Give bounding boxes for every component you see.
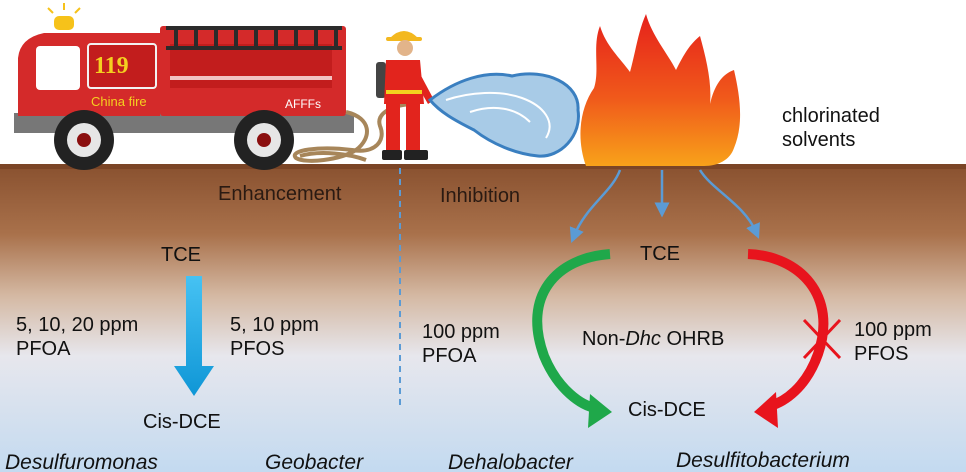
pfoa-arrow	[532, 249, 612, 428]
left-tce-label: TCE	[161, 244, 201, 266]
organism-desulfitobacterium: Desulfitobacterium	[676, 449, 850, 472]
organism-dehalobacter: Dehalobacter	[448, 451, 573, 472]
flame-icon	[580, 14, 741, 166]
branch-arrow-left	[569, 169, 622, 243]
left-pfoa-label: 5, 10, 20 ppm PFOA	[16, 314, 139, 361]
fire-label: chlorinated solvents	[782, 105, 880, 152]
left-cisdce-label: Cis-DCE	[143, 411, 221, 433]
right-cisdce-label: Cis-DCE	[628, 399, 706, 421]
fire-hose-icon	[292, 102, 411, 163]
truck-number: 119	[94, 53, 129, 79]
inhibition-heading: Inhibition	[440, 185, 521, 207]
organism-geobacter: Geobacter	[265, 451, 364, 472]
ground-surface	[0, 164, 966, 169]
enhancement-heading: Enhancement	[218, 183, 342, 205]
fire-truck-icon	[14, 26, 354, 170]
center-ohrb-dhc: Dhc	[625, 328, 661, 350]
truck-brand: China fire	[91, 94, 147, 109]
branch-arrows	[569, 169, 760, 243]
center-ohrb-prefix: Non-	[582, 328, 626, 350]
right-pfos-label: 100 ppm PFOS	[854, 319, 932, 366]
cross-mark-icon	[802, 318, 842, 360]
foam-label: AFFFs	[285, 97, 321, 111]
center-ohrb-label: Non-Dhc OHRB	[582, 329, 724, 349]
branch-arrow-right	[698, 169, 760, 239]
siren-icon	[47, 3, 81, 30]
enhancement-arrow	[174, 276, 214, 396]
firefighter-icon	[376, 31, 434, 160]
right-tce-label: TCE	[640, 243, 680, 265]
right-pfoa-label: 100 ppm PFOA	[422, 321, 500, 368]
left-pfos-label: 5, 10 ppm PFOS	[230, 314, 319, 361]
organism-desulfuromonas: Desulfuromonas	[5, 451, 158, 472]
center-ohrb-suffix: OHRB	[660, 328, 725, 350]
foam-spray-icon	[427, 72, 580, 158]
